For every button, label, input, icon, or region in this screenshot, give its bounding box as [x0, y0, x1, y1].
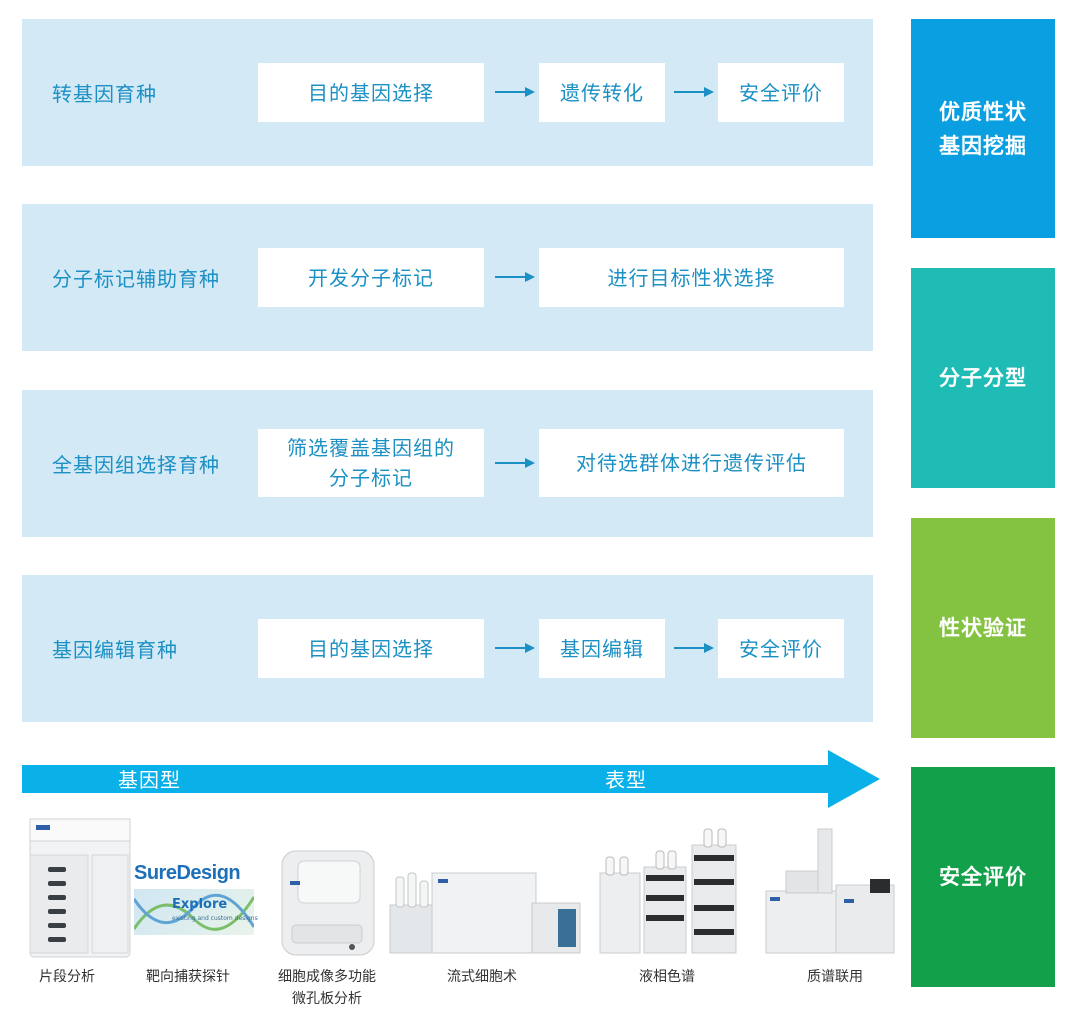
stage-line: 基因挖掘	[939, 133, 1027, 158]
logo-text-sure: Sure	[134, 862, 177, 884]
pathway-row-gene-editing: 基因编辑育种 目的基因选择 基因编辑 安全评价	[22, 575, 873, 722]
dna-banner: Explore existing and custom designs	[134, 889, 258, 935]
stage-block-genotyping: 分子分型	[911, 268, 1055, 488]
pathway-row-transgenic: 转基因育种 目的基因选择 遗传转化 安全评价	[22, 19, 873, 166]
arrow-right-icon	[495, 643, 535, 653]
stage-line: 优质性状	[939, 99, 1027, 124]
logo-tagline: existing and custom designs	[172, 915, 258, 922]
product-label-flow-cytometry: 流式细胞术	[447, 969, 517, 985]
stage-block-safety: 安全评价	[911, 767, 1055, 987]
stage-block-trait-validation: 性状验证	[911, 518, 1055, 738]
label-line: 细胞成像多功能	[278, 969, 376, 985]
arrow-right-icon	[495, 87, 535, 97]
stage-line: 分子分型	[939, 366, 1027, 390]
arrow-right-icon	[674, 643, 714, 653]
stage-line: 性状验证	[939, 616, 1027, 640]
arrow-label-genotype: 基因型	[118, 768, 181, 792]
product-label-liquid-chromatography: 液相色谱	[639, 969, 695, 985]
suredesign-logo: SureDesign Explore existing and custom d…	[134, 862, 258, 942]
label-line: 微孔板分析	[292, 991, 362, 1007]
step-box: 对待选群体进行遗传评估	[539, 429, 844, 497]
genotype-phenotype-arrow	[22, 750, 880, 808]
row-label: 全基因组选择育种	[52, 453, 220, 477]
step-box: 安全评价	[718, 63, 844, 122]
row-label: 基因编辑育种	[52, 638, 178, 662]
arrow-label-phenotype: 表型	[605, 768, 647, 792]
step-box: 遗传转化	[539, 63, 665, 122]
cell-imaging-reader-image	[281, 850, 375, 956]
step-line: 筛选覆盖基因组的	[287, 436, 455, 460]
logo-text-explore: Explore	[172, 897, 228, 912]
liquid-chromatograph-image	[599, 828, 737, 954]
step-box: 筛选覆盖基因组的 分子标记	[258, 429, 484, 497]
mass-spectrometer-image	[765, 828, 895, 954]
product-label-cell-imaging: 细胞成像多功能 微孔板分析	[262, 966, 392, 1010]
step-box: 安全评价	[718, 619, 844, 678]
step-box: 目的基因选择	[258, 63, 484, 122]
pathway-row-marker-assisted: 分子标记辅助育种 开发分子标记 进行目标性状选择	[22, 204, 873, 351]
step-box: 开发分子标记	[258, 248, 484, 307]
product-label-target-capture: 靶向捕获探针	[146, 969, 230, 985]
fragment-analyzer-image	[29, 818, 131, 958]
arrow-right-icon	[495, 458, 535, 468]
step-box: 目的基因选择	[258, 619, 484, 678]
row-label: 转基因育种	[52, 82, 157, 106]
step-box: 基因编辑	[539, 619, 665, 678]
stage-block-trait-mining: 优质性状 基因挖掘	[911, 19, 1055, 238]
logo-text-design: Design	[176, 862, 241, 884]
dna-helix-icon	[134, 893, 254, 931]
pathway-row-genomic-selection: 全基因组选择育种 筛选覆盖基因组的 分子标记 对待选群体进行遗传评估	[22, 390, 873, 537]
product-label-fragment-analysis: 片段分析	[39, 969, 95, 985]
step-box: 进行目标性状选择	[539, 248, 844, 307]
row-label: 分子标记辅助育种	[52, 267, 220, 291]
flow-cytometer-image	[389, 872, 581, 954]
product-label-mass-spectrometry: 质谱联用	[807, 969, 863, 985]
arrow-right-icon	[495, 272, 535, 282]
step-line: 分子标记	[329, 466, 413, 490]
arrow-right-icon	[674, 87, 714, 97]
stage-line: 安全评价	[939, 865, 1027, 889]
